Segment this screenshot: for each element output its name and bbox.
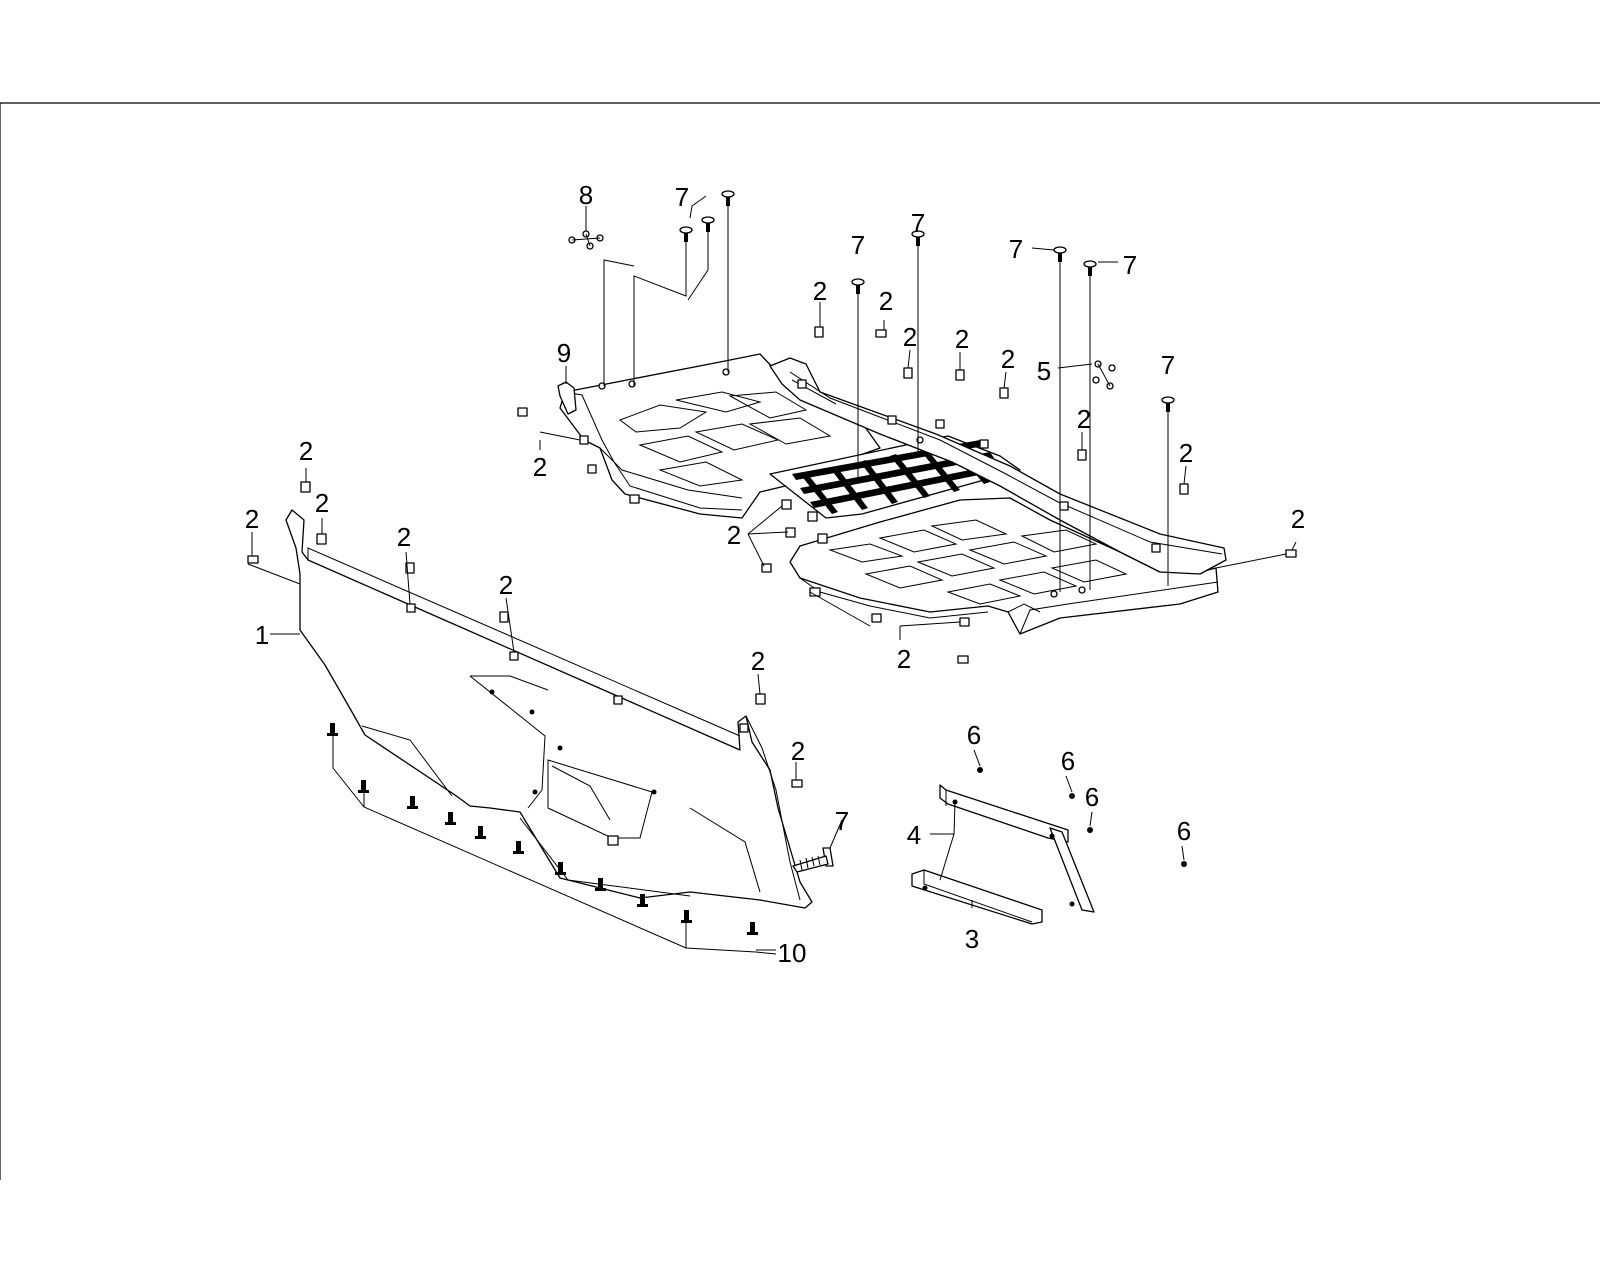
callout-2: 2 [315, 488, 329, 518]
part-8-nuts [568, 208, 604, 250]
callout-2: 2 [897, 644, 911, 674]
callout-4: 4 [907, 820, 921, 850]
callout-7: 7 [675, 182, 689, 212]
callout-10: 10 [778, 938, 807, 968]
part-3-lower-bracket [911, 869, 1075, 925]
callout-2: 2 [813, 276, 827, 306]
callout-7: 7 [1161, 350, 1175, 380]
callout-6: 6 [1085, 782, 1099, 812]
callout-2: 2 [1077, 404, 1091, 434]
callout-2: 2 [1179, 438, 1193, 468]
callout-7: 7 [911, 208, 925, 238]
callout-8: 8 [579, 180, 593, 210]
callout-6: 6 [1061, 746, 1075, 776]
part-1-front-skid-plate [285, 509, 813, 909]
callout-2: 2 [727, 520, 741, 550]
callout-6: 6 [967, 720, 981, 750]
part-7-bolts-rear [679, 190, 1175, 412]
callout-5: 5 [1037, 356, 1051, 386]
callout-2: 2 [299, 436, 313, 466]
callout-7: 7 [1123, 250, 1137, 280]
callout-3: 3 [965, 924, 979, 954]
callout-6: 6 [1177, 816, 1191, 846]
rear-skid-plate-right [789, 497, 1219, 635]
part-4-upper-bracket [939, 784, 1095, 913]
callout-labels: 8 7 7 7 7 7 7 7 9 5 1 3 4 6 6 6 6 10 2 2… [245, 180, 1305, 968]
callout-2: 2 [1291, 504, 1305, 534]
callout-7: 7 [1009, 234, 1023, 264]
callout-2: 2 [955, 324, 969, 354]
callout-2: 2 [791, 736, 805, 766]
callout-2: 2 [533, 452, 547, 482]
part-7-bolt-front [792, 847, 834, 873]
callout-9: 9 [557, 338, 571, 368]
callout-7: 7 [835, 806, 849, 836]
callout-2: 2 [499, 570, 513, 600]
leader-lines [247, 195, 1297, 951]
drawing-frame [0, 102, 1600, 1180]
rear-plate-clips [517, 326, 1297, 664]
callout-2: 2 [1001, 344, 1015, 374]
part-6-bolts [977, 767, 1187, 867]
callout-2: 2 [245, 504, 259, 534]
callout-2: 2 [879, 286, 893, 316]
callout-2: 2 [397, 522, 411, 552]
rear-side-rail [769, 357, 1227, 575]
part-10-rivets [327, 723, 777, 955]
callout-2: 2 [903, 322, 917, 352]
callout-2: 2 [751, 646, 765, 676]
part-9-bracket [557, 381, 577, 415]
part-5-nuts [1057, 360, 1116, 390]
callout-7: 7 [851, 230, 865, 260]
callout-1: 1 [255, 620, 269, 650]
